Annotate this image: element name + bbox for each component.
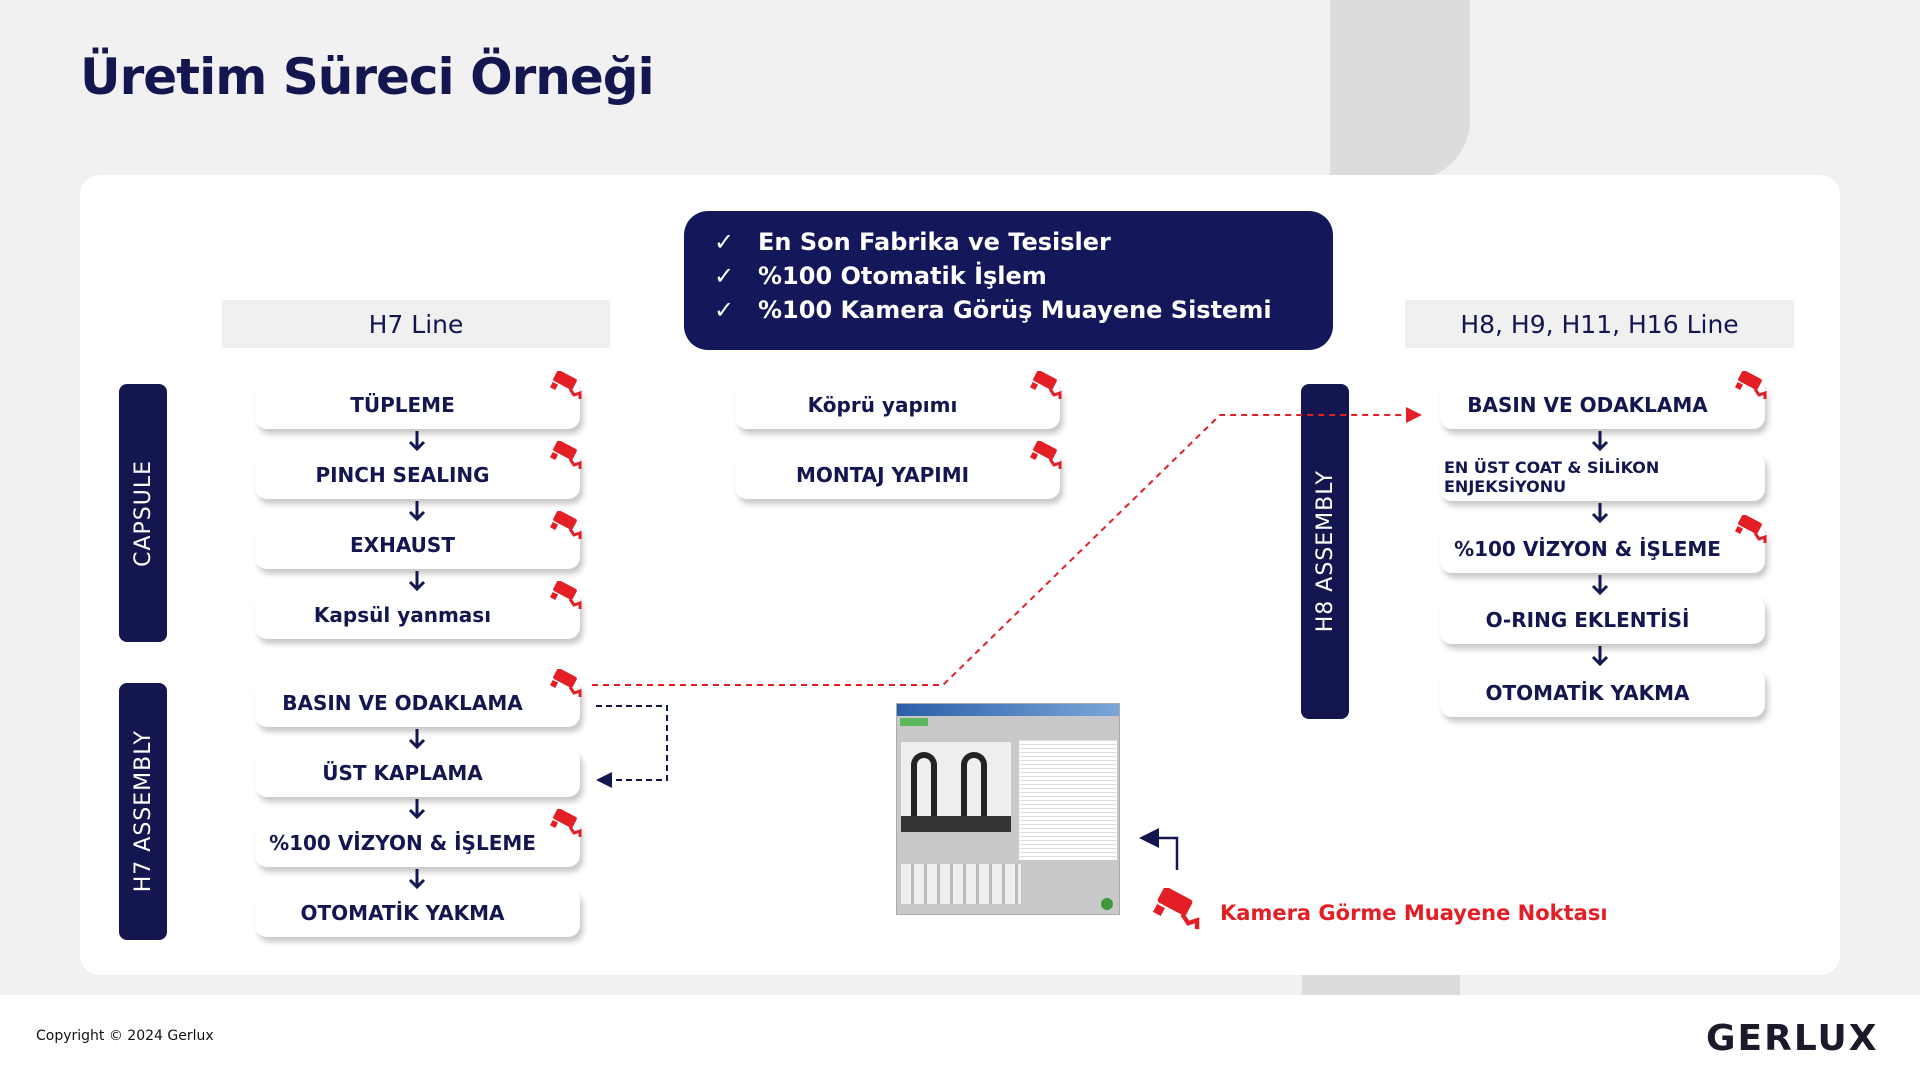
process-step: OTOMATİK YAKMA [255, 889, 580, 937]
h8-line-label: H8, H9, H11, H16 Line [1405, 300, 1794, 348]
arrow-down-icon [408, 729, 426, 750]
camera-icon [1735, 515, 1767, 545]
process-step-label: %100 VİZYON & İŞLEME [269, 831, 536, 855]
process-step-label: BASIN VE ODAKLAMA [1467, 393, 1708, 417]
camera-icon [550, 371, 582, 401]
process-step: %100 VİZYON & İŞLEME [1440, 515, 1767, 573]
camera-icon [550, 809, 582, 839]
legend-label: Kamera Görme Muayene Noktası [1220, 901, 1608, 925]
page-title: Üretim Süreci Örneği [80, 48, 655, 106]
process-step-label: PINCH SEALING [315, 463, 490, 487]
decorative-arc [1300, 0, 1470, 180]
decorative-arc-bottom [1302, 975, 1460, 995]
check-icon: ✓ [714, 262, 735, 290]
arrow-down-icon [408, 869, 426, 890]
capsule-group-bar: CAPSULE [119, 384, 167, 642]
process-step-label: O-RING EKLENTİSİ [1485, 608, 1690, 632]
h7-assembly-group-bar: H7 ASSEMBLY [119, 683, 167, 940]
process-step-label: TÜPLEME [350, 393, 455, 417]
process-step: EXHAUST [255, 511, 582, 569]
arrow-down-icon [1591, 503, 1609, 524]
process-step: Köprü yapımı [735, 371, 1062, 429]
process-step: ÜST KAPLAMA [255, 749, 580, 797]
gerlux-logo: GERLUX [1706, 1018, 1879, 1059]
h8-assembly-group-bar: H8 ASSEMBLY [1301, 384, 1349, 719]
h7-line-label: H7 Line [222, 300, 610, 348]
arrow-down-icon [408, 431, 426, 452]
process-step: OTOMATİK YAKMA [1440, 669, 1765, 717]
camera-icon [1030, 441, 1062, 471]
process-step: Kapsül yanması [255, 581, 582, 639]
process-step: PINCH SEALING [255, 441, 582, 499]
vision-software-screenshot [896, 703, 1120, 915]
process-step: BASIN VE ODAKLAMA [255, 669, 582, 727]
process-step-label: MONTAJ YAPIMI [795, 463, 970, 487]
camera-icon [550, 581, 582, 611]
process-step-label: ÜST KAPLAMA [322, 761, 483, 785]
process-step-label: EXHAUST [350, 533, 455, 557]
process-step-label: Kapsül yanması [313, 603, 492, 627]
camera-icon [1030, 371, 1062, 401]
camera-icon [1735, 371, 1767, 401]
process-step-label: %100 VİZYON & İŞLEME [1454, 537, 1721, 561]
arrow-down-icon [1591, 431, 1609, 452]
process-step: EN ÜST COAT & SİLİKON ENJEKSİYONU [1440, 453, 1765, 501]
feature-item: ✓%100 Otomatik İşlem [714, 259, 1333, 293]
check-icon: ✓ [714, 228, 735, 256]
process-step-label: Köprü yapımı [807, 393, 958, 417]
feature-item: ✓%100 Kamera Görüş Muayene Sistemi [714, 293, 1333, 327]
check-icon: ✓ [714, 296, 735, 324]
process-step-label: BASIN VE ODAKLAMA [282, 691, 523, 715]
process-step: O-RING EKLENTİSİ [1440, 596, 1765, 644]
process-step-label: EN ÜST COAT & SİLİKON ENJEKSİYONU [1444, 458, 1660, 496]
camera-icon [550, 511, 582, 541]
features-banner: ✓En Son Fabrika ve Tesisler ✓%100 Otomat… [684, 211, 1333, 350]
feature-item: ✓En Son Fabrika ve Tesisler [714, 225, 1333, 259]
camera-icon [550, 441, 582, 471]
camera-icon [550, 669, 582, 699]
footer [0, 995, 1920, 1080]
arrow-down-icon [408, 571, 426, 592]
copyright: Copyright © 2024 Gerlux [36, 1028, 214, 1044]
arrow-down-icon [408, 501, 426, 522]
process-step: MONTAJ YAPIMI [735, 441, 1062, 499]
process-step: %100 VİZYON & İŞLEME [255, 809, 582, 867]
process-step-label: OTOMATİK YAKMA [300, 901, 505, 925]
arrow-down-icon [1591, 575, 1609, 596]
process-step: TÜPLEME [255, 371, 582, 429]
process-step-label: OTOMATİK YAKMA [1485, 681, 1690, 705]
process-step: BASIN VE ODAKLAMA [1440, 371, 1767, 429]
arrow-down-icon [1591, 646, 1609, 667]
camera-icon [1152, 888, 1204, 932]
arrow-down-icon [408, 799, 426, 820]
